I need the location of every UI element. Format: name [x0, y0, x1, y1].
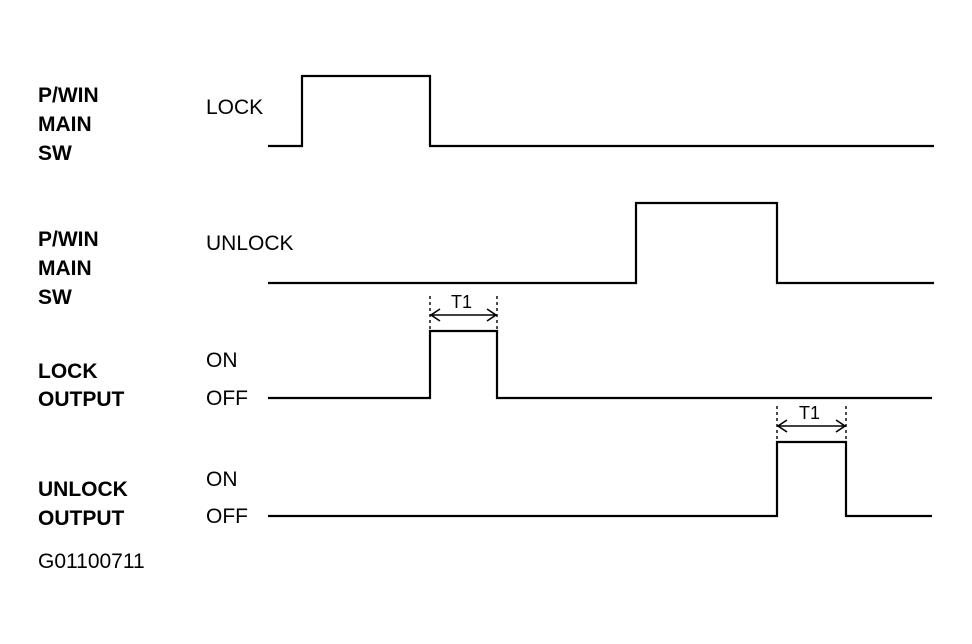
signal-lock-output: LOCK OUTPUT ON OFF T1	[38, 292, 932, 411]
signal-name-line: LOCK	[38, 360, 98, 383]
state-label-lock: LOCK	[206, 96, 263, 119]
signal-name-line: P/WIN	[38, 228, 99, 251]
signal-unlock-output: UNLOCK OUTPUT ON OFF T1	[38, 403, 932, 530]
signal-name-line: P/WIN	[38, 84, 99, 107]
t1-dimension-unlock: T1	[776, 403, 847, 442]
waveform-unlock-output	[268, 440, 932, 518]
waveform-lock-output	[268, 329, 932, 400]
signal-name-line: MAIN	[38, 113, 92, 136]
signal-name-line: UNLOCK	[38, 478, 128, 501]
signal-name-line: SW	[38, 142, 72, 165]
t1-label: T1	[451, 292, 472, 312]
state-label-on: ON	[206, 468, 238, 491]
state-label-off: OFF	[206, 505, 248, 528]
arrow-left-icon	[429, 308, 441, 322]
arrow-right-icon	[486, 308, 498, 322]
signal-name-line: SW	[38, 286, 72, 309]
arrow-left-icon	[776, 419, 788, 433]
state-label-unlock: UNLOCK	[206, 232, 294, 255]
waveform-pwin-lock	[268, 74, 934, 148]
signal-pwin-unlock: P/WIN MAIN SW UNLOCK	[38, 201, 934, 309]
signal-name-line: OUTPUT	[38, 388, 125, 411]
signal-name-line: MAIN	[38, 257, 92, 280]
t1-label: T1	[799, 403, 820, 423]
state-label-off: OFF	[206, 387, 248, 410]
arrow-right-icon	[835, 419, 847, 433]
signal-pwin-lock: P/WIN MAIN SW LOCK	[38, 74, 934, 165]
state-label-on: ON	[206, 349, 238, 372]
figure-code: G01100711	[38, 550, 145, 573]
signal-name-line: OUTPUT	[38, 507, 125, 530]
waveform-pwin-unlock	[268, 201, 934, 285]
t1-dimension-lock: T1	[429, 292, 498, 331]
